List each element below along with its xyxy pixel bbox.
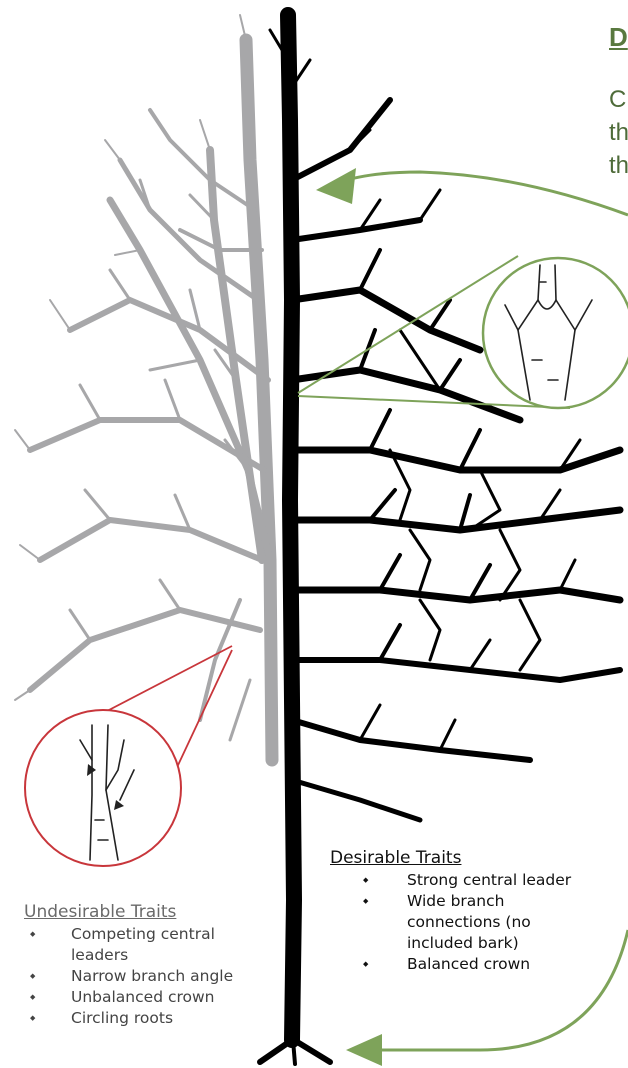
undesirable-trait-item: Narrow branch angle xyxy=(24,966,264,987)
desirable-traits-title: Desirable Traits xyxy=(330,848,610,868)
desirable-trait-item: Strong central leader xyxy=(330,870,610,891)
undesirable-trait-item: Circling roots xyxy=(24,1008,264,1029)
undesirable-tree-half xyxy=(15,15,272,760)
intro-line-3: th xyxy=(609,152,628,180)
undesirable-traits-title: Undesirable Traits xyxy=(24,902,264,922)
undesirable-traits-panel: Undesirable Traits Competing central lea… xyxy=(24,902,264,1029)
desirable-traits-panel: Desirable Traits Strong central leader W… xyxy=(330,848,610,975)
good-connection-callout xyxy=(298,256,628,408)
undesirable-trait-item: Competing central leaders xyxy=(24,924,264,966)
desirable-trait-item: Balanced crown xyxy=(330,954,610,975)
bad-connection-callout xyxy=(25,646,232,866)
desirable-traits-list: Strong central leader Wide branch connec… xyxy=(330,870,610,975)
intro-line-2: th xyxy=(609,119,628,147)
page-heading: D xyxy=(609,22,628,53)
desirable-trait-item: Wide branch connections (no included bar… xyxy=(330,891,567,954)
undesirable-traits-list: Competing central leaders Narrow branch … xyxy=(24,924,264,1029)
undesirable-trait-item: Unbalanced crown xyxy=(24,987,264,1008)
intro-line-1: C xyxy=(609,86,626,114)
central-leader-arrow xyxy=(316,168,628,215)
